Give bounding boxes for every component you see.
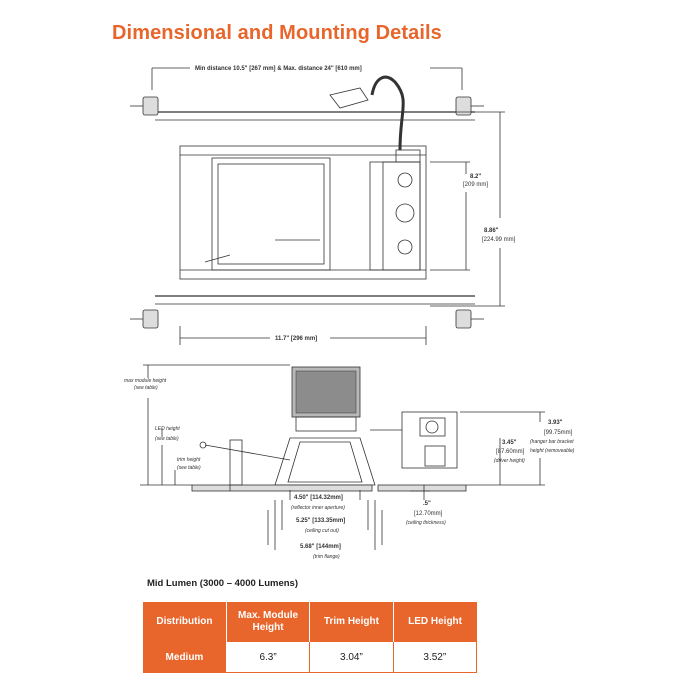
header-max-module-height: Max. Module Height xyxy=(226,602,311,642)
driver-note: (driver height) xyxy=(494,458,525,464)
hanger-height-label: 3.93" xyxy=(548,420,563,426)
flange-note: (trim flange) xyxy=(313,554,340,560)
aperture-label: 4.50" [114.32mm] xyxy=(294,495,343,501)
max-module-height-note-2: (see table) xyxy=(134,385,158,391)
cell-trim-height: 3.04” xyxy=(309,642,394,673)
header-led-height: LED Height xyxy=(393,602,477,642)
mounting-drawing: Min distance 10.5" [267 mm] & Max. dista… xyxy=(124,66,575,560)
ceiling-thickness-mm-label: [12.70mm] xyxy=(414,511,443,517)
header-distribution: Distribution xyxy=(143,602,227,642)
depth-total-label: 8.86" xyxy=(484,228,499,234)
bar-distance-label: Min distance 10.5" [267 mm] & Max. dista… xyxy=(195,66,362,72)
table-header-row: Distribution Max. Module Height Trim Hei… xyxy=(143,602,477,642)
header-trim-height: Trim Height xyxy=(309,602,394,642)
flange-label: 5.68" [144mm] xyxy=(300,544,341,550)
ceiling-thickness-label: .5" xyxy=(423,501,431,507)
table-title: Mid Lumen (3000 – 4000 Lumens) xyxy=(147,578,298,589)
hanger-note-2: height (removeable) xyxy=(530,448,575,454)
trim-height-note: trim height xyxy=(177,457,201,463)
cell-distribution: Medium xyxy=(143,642,227,673)
hanger-note: (hanger bar bracket xyxy=(530,439,574,445)
led-height-note-2: (see table) xyxy=(155,436,179,442)
driver-height-label: 3.45" xyxy=(502,440,517,446)
depth-driver-mm-label: [209 mm] xyxy=(463,182,488,188)
spec-table: Distribution Max. Module Height Trim Hei… xyxy=(143,602,478,673)
table-row: Medium 6.3” 3.04” 3.52” xyxy=(143,642,478,673)
aperture-note: (reflector inner aperture) xyxy=(291,505,345,511)
width-label: 11.7" [296 mm] xyxy=(275,336,317,342)
driver-height-mm-label: [87.60mm] xyxy=(496,449,525,455)
ceiling-note: (ceiling thickness) xyxy=(406,520,446,526)
led-height-note: LED height xyxy=(155,426,180,432)
cutout-label: 5.25" [133.35mm] xyxy=(296,518,345,524)
depth-driver-label: 8.2" xyxy=(470,174,481,180)
cutout-note: (ceiling cut out) xyxy=(305,528,339,534)
trim-height-note-2: (see table) xyxy=(177,465,201,471)
cell-max-module-height: 6.3” xyxy=(226,642,311,673)
max-module-height-note: max module height xyxy=(124,378,167,384)
depth-total-mm-label: [224.99 mm] xyxy=(482,237,516,243)
hanger-height-mm-label: [99.75mm] xyxy=(544,430,573,436)
cell-led-height: 3.52” xyxy=(393,642,478,673)
page-title: Dimensional and Mounting Details xyxy=(112,22,442,44)
